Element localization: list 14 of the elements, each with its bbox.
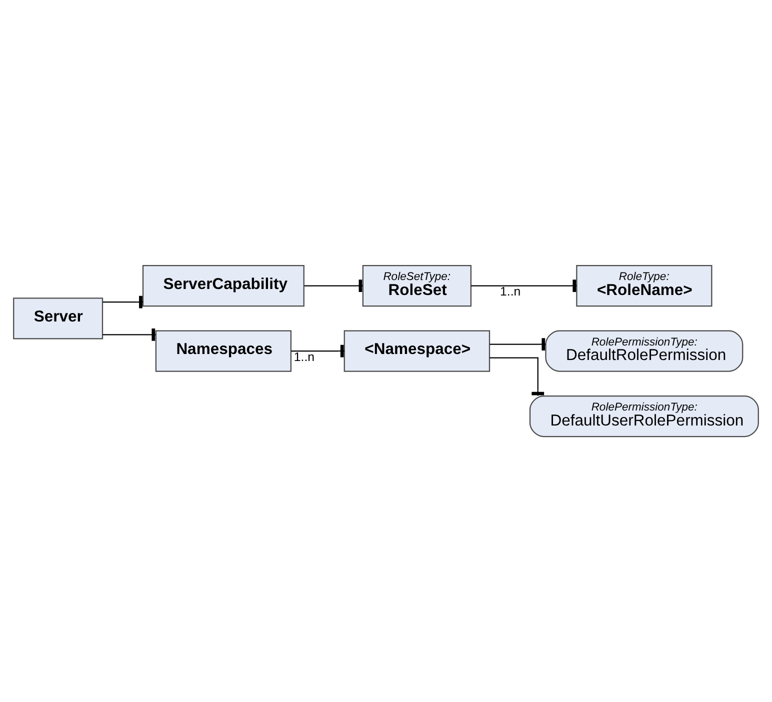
connector	[471, 280, 577, 292]
node-box: RoleSetType: RoleSet	[362, 264, 472, 307]
edge-label: 1..n	[294, 350, 315, 364]
node-box: RoleType: <RoleName>	[576, 264, 712, 307]
node-box: RolePermissionType: DefaultUserRolePermission	[529, 395, 759, 438]
node-box: Server	[13, 298, 104, 340]
connector	[291, 344, 344, 358]
node-box: ServerCapability	[142, 264, 304, 307]
node-box: Namespaces	[155, 330, 292, 372]
edge-label: 1..n	[500, 284, 521, 299]
connector	[490, 338, 546, 350]
node-box: <Namespace>	[344, 330, 490, 372]
connector	[102, 328, 156, 341]
node-box: RolePermissionType: DefaultRolePermission	[545, 330, 744, 372]
